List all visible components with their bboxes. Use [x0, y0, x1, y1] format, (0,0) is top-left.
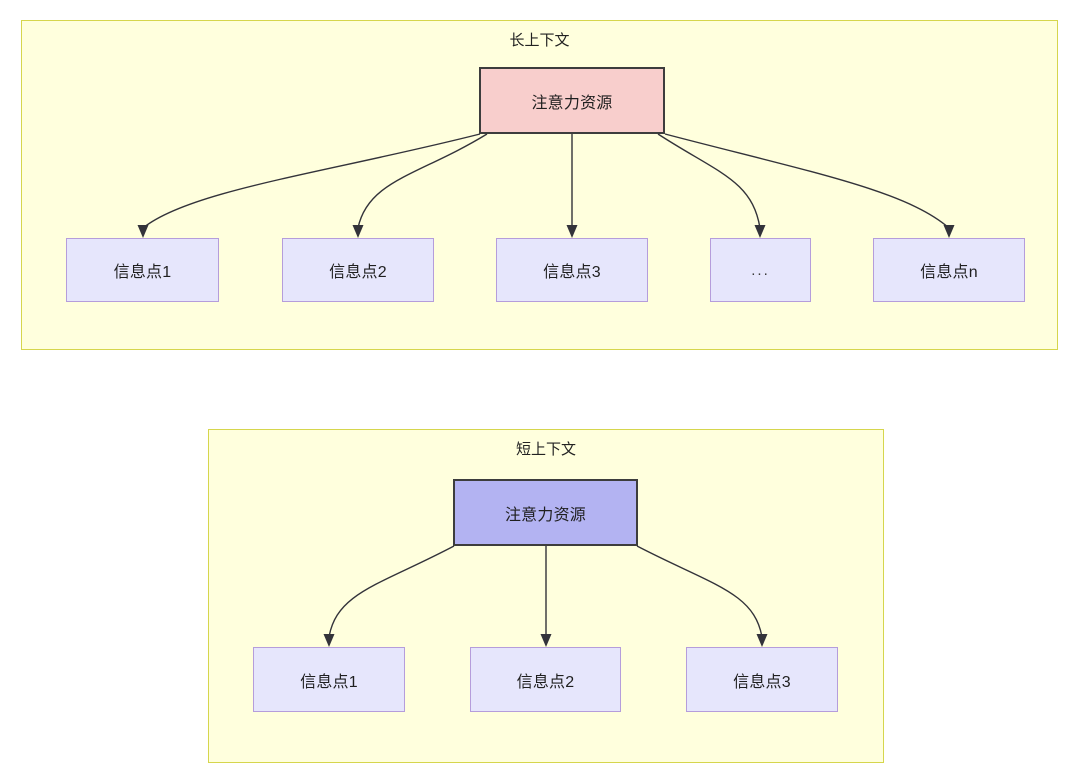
node-info-point-3-long[interactable]: 信息点3: [496, 238, 648, 302]
node-info-point-n-long[interactable]: 信息点n: [873, 238, 1025, 302]
node-info-point-1-short[interactable]: 信息点1: [253, 647, 405, 712]
node-info-point-2-long[interactable]: 信息点2: [282, 238, 434, 302]
node-info-point-1-long-label: 信息点1: [113, 264, 172, 281]
node-info-point-n-long-label: 信息点n: [920, 264, 978, 281]
node-info-point-3-short[interactable]: 信息点3: [686, 647, 838, 712]
node-info-point-3-short-label: 信息点3: [733, 673, 791, 691]
panel-short-context-title: 短上下文: [515, 441, 576, 458]
node-info-point-ellipsis-long[interactable]: ...: [710, 238, 811, 302]
node-info-point-2-short[interactable]: 信息点2: [470, 647, 621, 712]
node-info-point-1-long[interactable]: 信息点1: [66, 238, 219, 302]
node-attention-resource-short[interactable]: 注意力资源: [453, 479, 638, 546]
node-info-point-3-long-label: 信息点3: [543, 264, 601, 281]
node-info-point-2-long-label: 信息点2: [329, 264, 387, 281]
panel-long-context-title: 长上下文: [509, 32, 570, 49]
node-info-point-2-short-label: 信息点2: [516, 673, 575, 691]
node-info-point-ellipsis-long-label: ...: [751, 261, 770, 279]
node-info-point-1-short-label: 信息点1: [300, 673, 358, 691]
node-attention-resource-long[interactable]: 注意力资源: [479, 67, 665, 134]
node-attention-resource-long-label: 注意力资源: [531, 94, 613, 112]
node-attention-resource-short-label: 注意力资源: [504, 506, 586, 524]
